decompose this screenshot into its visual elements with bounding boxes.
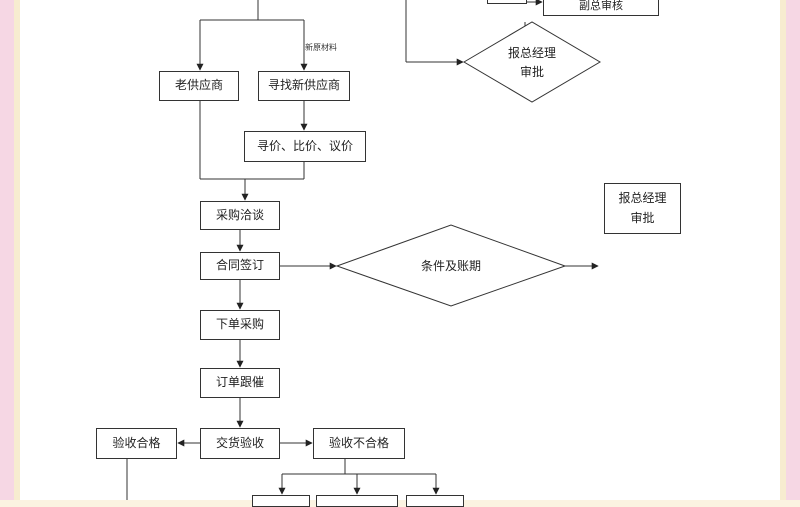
- terms-diamond: [335, 224, 567, 307]
- new-material-label: 新原材料: [305, 43, 337, 52]
- follow-up-box: 订单跟催: [200, 368, 280, 398]
- terms-period-text: 条件及账期: [420, 259, 481, 273]
- right-border-strip: [786, 0, 800, 500]
- vp-review-label: 副总审核: [579, 0, 623, 13]
- left-border-strip: [0, 0, 14, 500]
- contract-box: 合同签订: [200, 252, 280, 280]
- gm-approval-right-box: 报总经理 审批: [604, 183, 681, 234]
- unqualified-box: 验收不合格: [313, 428, 405, 459]
- new-supplier-box: 寻找新供应商: [258, 71, 350, 101]
- right-edge-strip: [780, 0, 786, 500]
- inquiry-box: 寻价、比价、议价: [244, 131, 366, 162]
- left-edge-strip: [14, 0, 20, 500]
- bottom-box-middle: [316, 495, 398, 507]
- negotiation-box: 采购洽谈: [200, 201, 280, 230]
- acceptance-box: 交货验收: [200, 428, 280, 459]
- bottom-box-right: [406, 495, 464, 507]
- old-supplier-box: 老供应商: [159, 71, 239, 101]
- gm-approval-top-text: 报总经理 审批: [507, 46, 556, 80]
- gm-approval-top-diamond: [463, 21, 601, 103]
- partial-box-top-left: [487, 0, 527, 4]
- bottom-box-left: [252, 495, 310, 507]
- vp-review-box: 副总审核: [543, 0, 659, 16]
- order-box: 下单采购: [200, 310, 280, 340]
- qualified-box: 验收合格: [96, 428, 177, 459]
